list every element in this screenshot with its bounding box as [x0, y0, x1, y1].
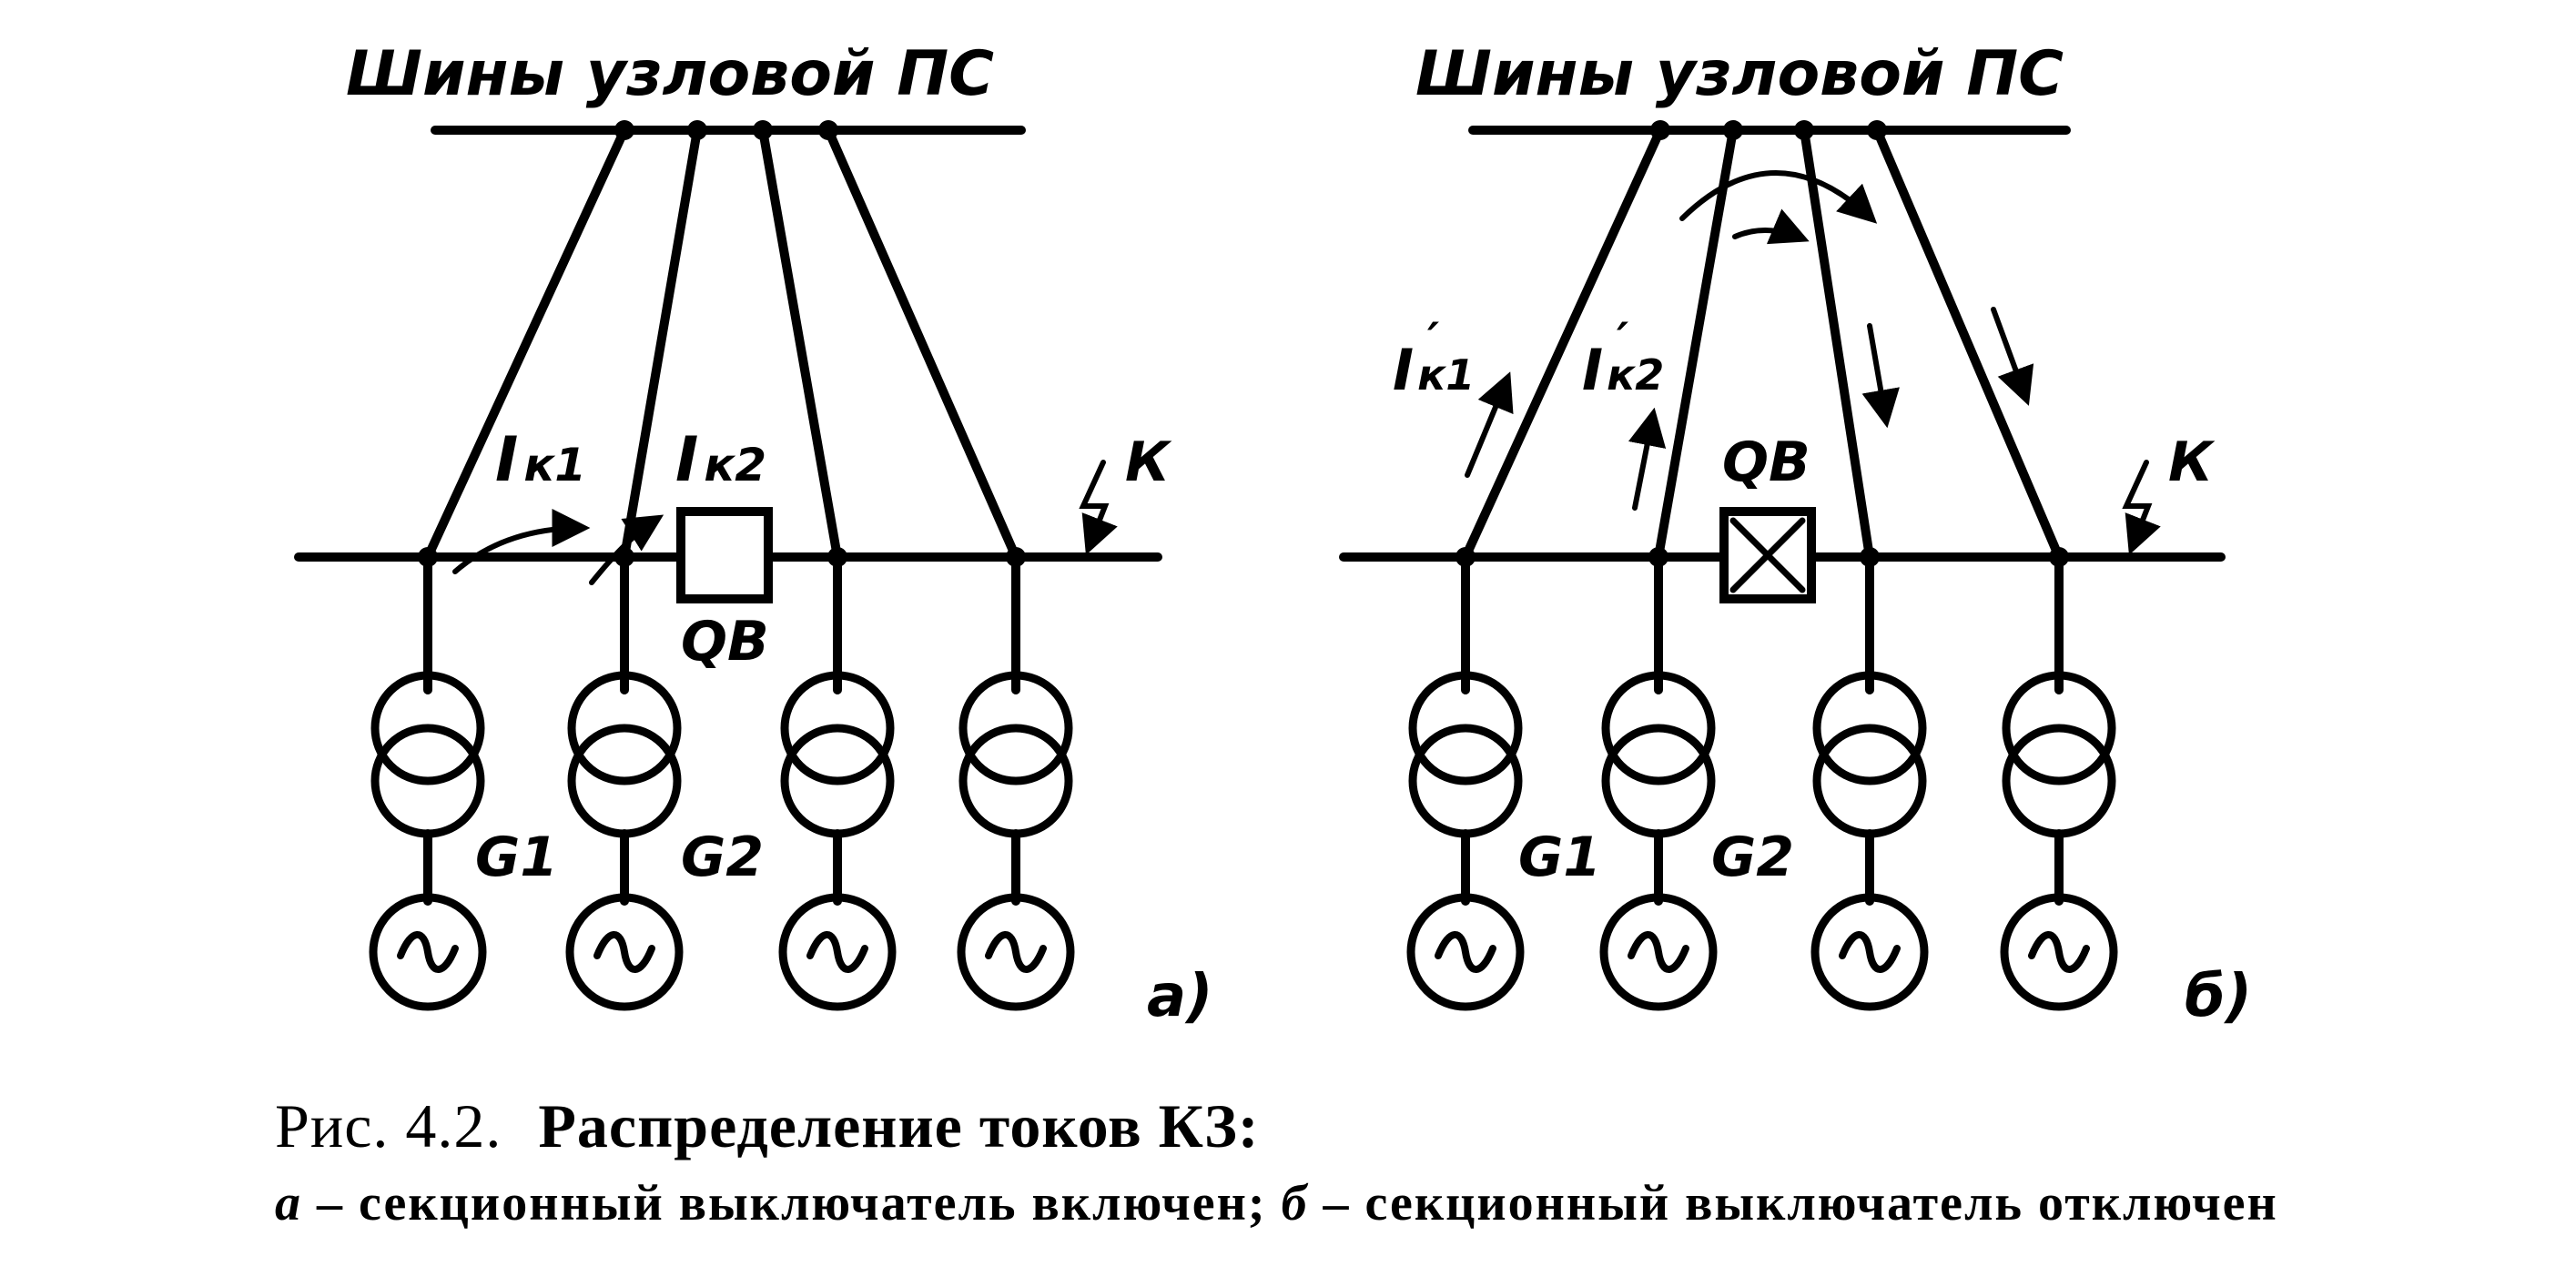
line-2-b — [1654, 126, 1738, 562]
breaker-label-a: QB — [681, 610, 769, 674]
gen-label-g1-b: G1 — [1518, 826, 1601, 889]
caption-text-b: – секционный выключатель отключен — [1308, 1175, 2278, 1231]
transformer-icon — [1413, 675, 1518, 834]
line-1-a — [423, 126, 629, 562]
fault-arrow-a — [1079, 460, 1118, 555]
caption-key-a: а — [275, 1175, 302, 1231]
figure-caption-legend: а – секционный выключатель включен; б – … — [275, 1174, 2278, 1232]
diagram-a: Шины узловой ПС — [294, 38, 1212, 1030]
line-4-b — [1872, 126, 2064, 562]
transformer-icon — [963, 675, 1069, 834]
panel-tag-b: б) — [2185, 963, 2252, 1030]
gen-label-g2-a: G2 — [681, 826, 764, 889]
current-arrow-1-b — [1465, 371, 1514, 478]
fault-label-a: К — [1125, 431, 1172, 494]
flow-arrow-line4-b — [1991, 307, 2034, 406]
figure-title: Распределение токов КЗ: — [538, 1091, 1260, 1160]
line-2-a — [620, 126, 702, 562]
breaker-label-b: QB — [1722, 431, 1810, 494]
generator-icon — [961, 897, 1070, 1007]
panel-tag-a: а) — [1147, 963, 1212, 1030]
generator-icon — [570, 897, 679, 1007]
gen-label-g1-a: G1 — [475, 826, 558, 889]
line-3-b — [1800, 126, 1874, 562]
caption-text-a: – секционный выключатель включен; — [302, 1175, 1282, 1231]
section-breaker-open-qb-b — [1719, 507, 1816, 603]
generator-icon — [783, 897, 892, 1007]
line-1-b — [1461, 126, 1665, 562]
diagram-b: Шины узловой ПС — [1339, 38, 2252, 1030]
section-breaker-qb-a — [676, 507, 773, 603]
line-4-a — [824, 126, 1020, 562]
current-label-2-b: Iк2 — [1582, 337, 1664, 403]
bus-title-b: Шины узловой ПС — [1415, 38, 2064, 110]
current-arrow-2-a — [589, 514, 664, 585]
generator-icon — [2004, 897, 2114, 1007]
transformer-icon — [375, 675, 481, 834]
figure-number: Рис. 4.2. — [275, 1091, 502, 1160]
flow-arrow-line3-b — [1861, 323, 1900, 429]
transformer-icon — [572, 675, 677, 834]
transformer-icon — [785, 675, 890, 834]
fault-arrow-b — [2122, 460, 2161, 555]
caption-key-b: б — [1281, 1175, 1309, 1231]
bus-title-a: Шины узловой ПС — [346, 38, 994, 110]
gen-label-g2-b: G2 — [1711, 826, 1794, 889]
line-3-a — [758, 126, 842, 562]
generator-icon — [1604, 897, 1713, 1007]
generator-icon — [1815, 897, 1924, 1007]
generator-icon — [373, 897, 482, 1007]
flow-arrow-mid-b — [1732, 208, 1810, 245]
transformer-icon — [1606, 675, 1711, 834]
current-arrow-1-a — [452, 509, 591, 574]
transformer-icon — [1817, 675, 1922, 834]
current-prime-1-b: ′ — [1427, 313, 1439, 366]
current-label-1-b: Iк1 — [1393, 337, 1475, 403]
current-prime-2-b: ′ — [1617, 313, 1628, 366]
transformer-icon — [2006, 675, 2112, 834]
generator-icon — [1411, 897, 1520, 1007]
current-arrow-2-b — [1628, 407, 1667, 511]
figure-caption-title: Рис. 4.2. Распределение токов КЗ: — [275, 1090, 1260, 1162]
flow-arrow-top-b — [1679, 170, 1878, 224]
fault-label-b: К — [2168, 431, 2216, 494]
